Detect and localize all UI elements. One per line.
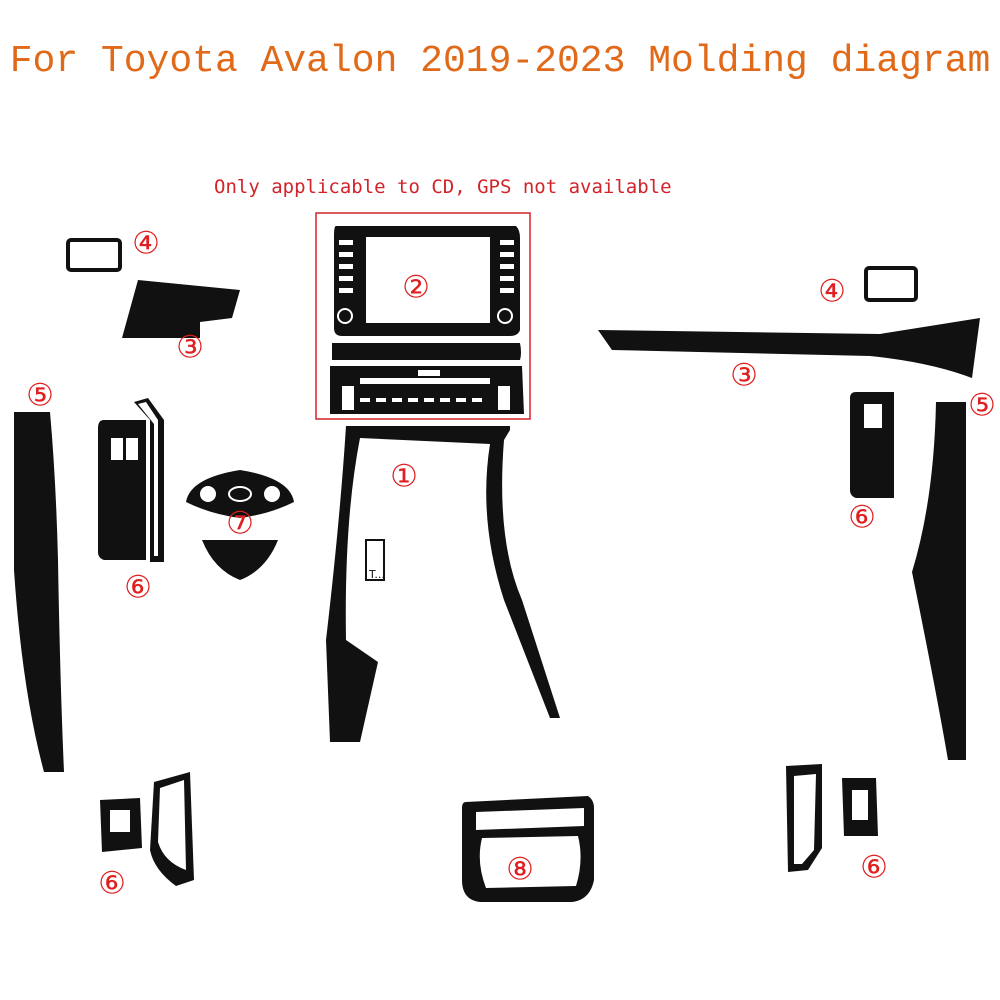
- label-1: ①: [390, 458, 418, 495]
- part-5-right-pillar: [912, 402, 966, 760]
- label-6-left: ⑥: [124, 569, 152, 606]
- label-7: ⑦: [226, 505, 254, 542]
- part-3-left-trim: [122, 280, 240, 338]
- applicability-note: Only applicable to CD, GPS not available: [214, 176, 672, 198]
- label-5-left: ⑤: [26, 377, 54, 414]
- part-6-left-switch-panel: [98, 398, 164, 562]
- part-3-right-trim: [598, 318, 980, 378]
- part-4-right-bezel: [864, 266, 918, 302]
- svg-text:T...: T...: [368, 568, 385, 581]
- part-6-bottom-right-panels: [786, 764, 878, 872]
- label-3-left: ③: [176, 329, 204, 366]
- part-7-steering-trim: [186, 470, 294, 580]
- label-4-left: ④: [132, 225, 160, 262]
- part-6-bottom-left-panels: [100, 772, 194, 886]
- label-2: ②: [402, 269, 430, 306]
- label-5-right: ⑤: [968, 387, 996, 424]
- label-6-bottom-left: ⑥: [98, 865, 126, 902]
- label-6-bottom-right: ⑥: [860, 849, 888, 886]
- part-6-right-switch-panel: [850, 392, 894, 498]
- label-8: ⑧: [506, 851, 534, 888]
- highlight-box: [315, 212, 531, 420]
- label-4-right: ④: [818, 273, 846, 310]
- part-1-center-console: T...: [326, 426, 560, 742]
- label-6-right: ⑥: [848, 499, 876, 536]
- part-4-left-bezel: [66, 238, 122, 272]
- part-2-screen-bezel: [330, 226, 524, 414]
- diagram-title: For Toyota Avalon 2019-2023 Molding diag…: [9, 40, 991, 83]
- label-3-right: ③: [730, 357, 758, 394]
- part-8-cup-holder-trim: [462, 796, 594, 902]
- part-5-left-pillar: [14, 412, 64, 772]
